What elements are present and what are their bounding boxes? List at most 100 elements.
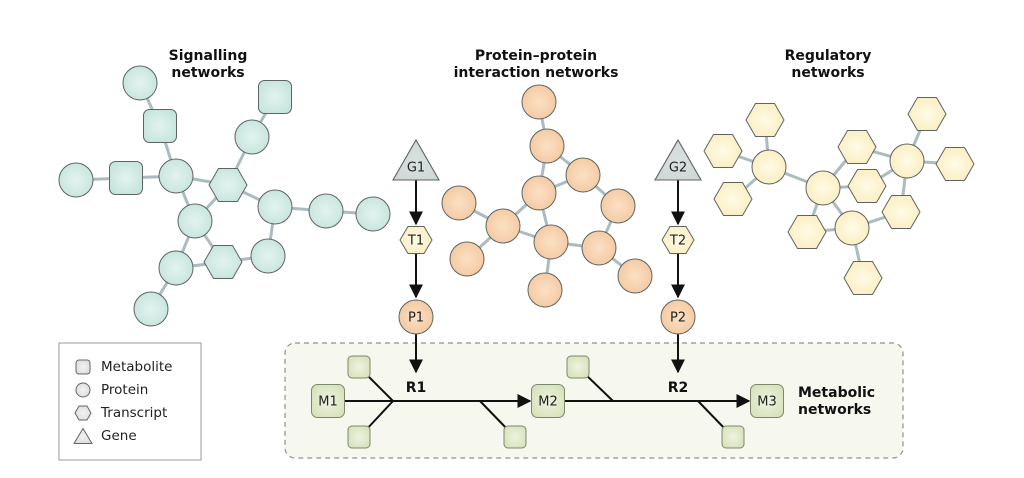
title-regulatory-line1: Regulatory [785, 48, 872, 64]
legend-label: Transcript [100, 405, 167, 421]
reaction-label-r2: R2 [668, 380, 689, 396]
cofactor-metabolite-node [566, 355, 590, 379]
metabolite-node-m2 [531, 384, 565, 418]
signalling-node-circle [177, 203, 213, 239]
gene-outline [392, 138, 440, 181]
signalling-node-circle [308, 193, 344, 229]
regulatory-node-hexagon [745, 103, 785, 137]
ppi-node-circle [533, 224, 569, 260]
title-signalling: Signalling networks [169, 48, 248, 81]
metabolite-label: M1 [318, 395, 338, 410]
cofactor-out-line [479, 400, 510, 432]
gene-outline [654, 138, 702, 181]
signalling-node-circle [58, 162, 94, 198]
title-signalling-line2: networks [171, 65, 244, 81]
protein-node-p2 [660, 299, 696, 335]
signalling-node-circle [355, 196, 391, 232]
nodes-layer [58, 65, 975, 327]
metabolite-label: M3 [757, 395, 777, 410]
signalling-node-hexagon [203, 245, 243, 279]
signalling-node-circle [257, 189, 293, 225]
regulatory-node-hexagon [935, 147, 975, 181]
ppi-node-circle [617, 258, 653, 294]
transcript-label: T1 [407, 234, 424, 249]
signalling-node-circle [234, 119, 270, 155]
title-metabolic-line1: Metabolic [798, 385, 875, 401]
protein-node-p1 [398, 299, 434, 335]
legend-item-gene: Gene [73, 427, 137, 444]
gene-label: G2 [669, 161, 687, 176]
legend-item-metabolite: Metabolite [75, 359, 172, 375]
title-metabolic: Metabolic networks [798, 385, 875, 418]
regulatory-node-hexagon [703, 134, 743, 168]
regulatory-node-hexagon [907, 97, 947, 131]
gene-fill [393, 140, 439, 180]
ppi-node-circle [529, 128, 565, 164]
regulatory-node-circle [889, 143, 925, 179]
title-signalling-line1: Signalling [169, 48, 248, 64]
legend-label: Gene [101, 428, 137, 444]
ppi-node-circle [581, 230, 617, 266]
ppi-node-circle [449, 241, 485, 277]
regulatory-node-hexagon [881, 195, 921, 229]
signalling-node-circle [133, 291, 169, 327]
gene-fill [655, 140, 701, 180]
ppi-node-circle [565, 157, 601, 193]
legend-label: Metabolite [101, 359, 172, 375]
legend-item-protein: Protein [75, 382, 148, 398]
cofactor-metabolite-node [721, 425, 745, 449]
cofactor-in-line [364, 400, 394, 432]
cofactor-metabolite-node [347, 425, 371, 449]
transcript-label: T2 [669, 234, 686, 249]
regulatory-node-hexagon [787, 215, 827, 249]
title-metabolic-line2: networks [798, 402, 871, 418]
signalling-node-square [143, 109, 177, 143]
title-ppi-line1: Protein–protein [475, 48, 597, 64]
signalling-node-square [258, 80, 292, 114]
signalling-node-square [109, 161, 143, 195]
regulatory-node-hexagon [847, 169, 887, 203]
metabolite-node-m1 [311, 384, 345, 418]
metabolite-label: M2 [538, 395, 558, 410]
metabolite-node-m3 [750, 384, 784, 418]
title-ppi: Protein–protein interaction networks [454, 48, 619, 81]
legend-label: Protein [101, 382, 148, 398]
legend-item-transcript: Transcript [74, 405, 167, 421]
ppi-node-circle [521, 84, 557, 120]
signalling-node-circle [250, 238, 286, 274]
title-ppi-line2: interaction networks [454, 65, 619, 81]
cofactor-metabolite-node [347, 355, 371, 379]
cofactor-in-line [364, 372, 394, 402]
transcript-node-t1 [399, 226, 433, 254]
regulatory-node-circle [834, 210, 870, 246]
protein-label: P1 [408, 311, 424, 326]
legend-circle-icon [75, 382, 91, 398]
ppi-node-circle [521, 175, 557, 211]
gene-label: G1 [407, 161, 425, 176]
ppi-node-circle [441, 185, 477, 221]
protein-label: P2 [670, 311, 686, 326]
regulatory-node-hexagon [713, 182, 753, 216]
cofactor-in-line [583, 372, 614, 402]
legend-hexagon-icon [74, 405, 92, 421]
regulatory-node-circle [751, 149, 787, 185]
legend-triangle-icon [73, 427, 93, 444]
reaction-label-r1: R1 [406, 380, 427, 396]
signalling-node-circle [158, 250, 194, 286]
cofactor-metabolite-node [503, 425, 527, 449]
transcript-node-t2 [661, 226, 695, 254]
regulatory-node-hexagon [843, 261, 883, 295]
legend-square-icon [75, 359, 91, 375]
ppi-node-circle [485, 208, 521, 244]
ppi-node-circle [600, 188, 636, 224]
regulatory-node-hexagon [837, 130, 877, 164]
signalling-node-circle [122, 65, 158, 101]
title-regulatory: Regulatory networks [785, 48, 872, 81]
ppi-node-circle [527, 272, 563, 308]
signalling-node-hexagon [208, 168, 248, 202]
cofactor-out-line [697, 400, 728, 432]
